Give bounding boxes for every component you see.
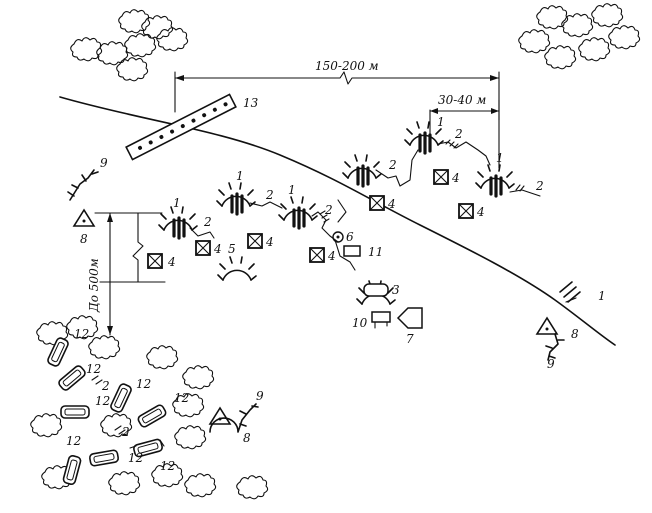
label-9-b: 9: [547, 357, 555, 371]
position-1-a: [157, 205, 199, 240]
span-positions-label: 150-200 м: [315, 59, 379, 73]
label-12-g: 12: [128, 451, 143, 465]
label-3: 3: [392, 283, 400, 297]
box-4-a: [147, 253, 163, 269]
position-1-d: [341, 153, 383, 188]
post-11: [343, 245, 361, 257]
label-9-a: 9: [100, 156, 108, 170]
span-spacing-label: 30-40 м: [438, 93, 486, 107]
label-12-f: 12: [66, 434, 81, 448]
reserve-position-5: [217, 256, 257, 281]
strip-13: [125, 93, 237, 161]
label-4-e: 4: [387, 197, 396, 211]
label-4-b: 4: [213, 242, 222, 256]
label-2-g: 2: [121, 425, 130, 439]
barbed-marks: [319, 139, 525, 223]
box-4-e: [369, 195, 385, 211]
box-4-g: [458, 203, 474, 219]
label-12-d: 12: [95, 394, 110, 408]
box-4-f: [433, 169, 449, 185]
label-1-b: 1: [236, 169, 244, 183]
label-12-c: 12: [136, 377, 151, 391]
dimension-span-spacing: 30-40 м: [429, 93, 500, 136]
post-3: [356, 280, 396, 305]
vegetation-top-right: [518, 3, 641, 70]
post-6: [332, 231, 344, 243]
label-2-h: 2: [101, 379, 110, 393]
label-13: 13: [243, 96, 259, 110]
label-2-c: 2: [324, 203, 333, 217]
label-6: 6: [346, 230, 354, 244]
label-7: 7: [406, 332, 414, 346]
position-1-b: [215, 181, 257, 216]
label-4-f: 4: [451, 171, 460, 185]
box-4-c: [247, 233, 263, 249]
label-5: 5: [228, 242, 236, 256]
label-12-h: 12: [160, 459, 175, 473]
label-8-b: 8: [571, 327, 579, 341]
communication-lines: [189, 141, 577, 303]
label-2-b: 2: [265, 188, 274, 202]
label-4-a: 4: [167, 255, 176, 269]
label-4-g: 4: [476, 205, 485, 219]
label-1-e: 1: [496, 151, 504, 165]
box-4-d: [309, 247, 325, 263]
tank-links: [91, 375, 165, 449]
vegetation-top-left: [70, 9, 189, 82]
box-4-b: [195, 240, 211, 256]
label-1-a: 1: [173, 196, 181, 210]
front-ticks: [559, 281, 581, 303]
label-1-d: 1: [437, 115, 445, 129]
depth-label: До 500м: [87, 258, 101, 313]
arrow-7: [396, 307, 423, 329]
label-4-d: 4: [327, 249, 336, 263]
label-1-c: 1: [288, 183, 296, 197]
label-2-a: 2: [203, 215, 212, 229]
label-2-f: 2: [535, 179, 544, 193]
label-12-e: 12: [174, 391, 189, 405]
label-8-c: 8: [243, 431, 251, 445]
post-10: [371, 311, 391, 329]
label-2-e: 2: [454, 127, 463, 141]
dimension-depth: До 500м: [87, 212, 166, 336]
front-line: [59, 96, 616, 346]
label-2-d: 2: [388, 158, 397, 172]
label-8-a: 8: [80, 232, 88, 246]
label-12-a: 12: [74, 327, 89, 341]
observation-8-c: [208, 403, 259, 433]
dimension-span-positions: 150-200 м: [174, 59, 500, 169]
label-11: 11: [368, 245, 383, 259]
label-9-c: 9: [256, 389, 264, 403]
observation-8-b: [535, 316, 565, 361]
position-1-f: [474, 163, 516, 198]
observation-8-a: [67, 169, 99, 227]
label-12-b: 12: [86, 362, 101, 376]
label-1-f: 1: [598, 289, 606, 303]
label-10: 10: [352, 316, 368, 330]
label-4-c: 4: [265, 235, 274, 249]
position-1-c: [277, 195, 319, 230]
